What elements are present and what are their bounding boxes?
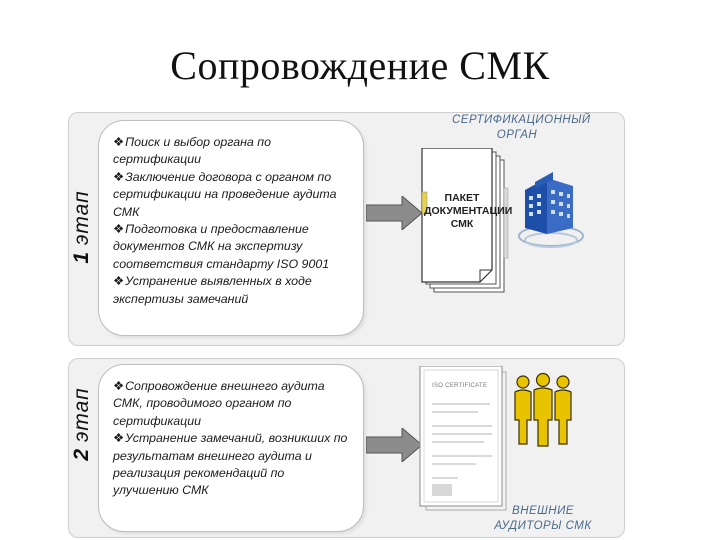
- diamond-bullet-icon: ❖: [113, 431, 125, 446]
- stage-1-item-line: ❖Подготовка и предоставление: [113, 221, 358, 238]
- document-stack-icon: [421, 148, 509, 293]
- stage-item-text: Заключение договора с органом по: [125, 169, 332, 184]
- stage-2-item-line: ❖Устранение замечаний, возникших по: [113, 430, 358, 447]
- stage-2-item-line: сертификации: [113, 413, 358, 430]
- stage-item-text: экспертизы замечаний: [113, 291, 249, 306]
- stage-2-number: 2: [70, 447, 93, 461]
- people-icon: [514, 372, 572, 447]
- stage-2-label: 2 этап: [70, 324, 94, 524]
- stage-1-bubble: [98, 120, 364, 336]
- stage-1-item-line: сертификации: [113, 151, 358, 168]
- certificate-title: ISO CERTIFICATE: [432, 383, 488, 389]
- stage-item-text: улучшению СМК: [113, 483, 209, 498]
- stage-2-item-line: улучшению СМК: [113, 482, 358, 499]
- stage-1-item-line: ❖Заключение договора с органом по: [113, 169, 358, 186]
- diamond-bullet-icon: ❖: [113, 379, 125, 393]
- auditors-label-line: АУДИТОРЫ СМК: [494, 520, 592, 532]
- stage-item-text: соответствия стандарту ISO 9001: [113, 256, 330, 271]
- auditors-label: ВНЕШНИЕ АУДИТОРЫ СМК: [488, 504, 598, 534]
- stage-1-item-line: СМК: [113, 204, 358, 221]
- stage-item-text: результатам внешнего аудита и: [113, 448, 312, 463]
- certification-body-label: СЕРТИФИКАЦИОННЫЙ ОРГАН: [452, 113, 591, 143]
- stage-item-text: сертификации: [113, 152, 202, 167]
- stage-item-text: Устранение замечаний, возникших по: [125, 431, 348, 446]
- stage-2-item-line: реализация рекомендаций по: [113, 465, 358, 482]
- certification-body-label-line: ОРГАН: [496, 129, 538, 141]
- document-label-line: ДОКУМЕНТАЦИИ: [424, 205, 513, 217]
- stage-item-text: сертификации на проведение аудита: [113, 187, 337, 202]
- stage-item-text: СМК, проводимого органом по: [113, 396, 292, 411]
- stage-item-text: реализация рекомендаций по: [113, 466, 285, 481]
- stage-item-text: Устранение выявленных в ходе: [125, 274, 312, 289]
- stage-item-text: Поиск и выбор органа по: [125, 135, 271, 149]
- stage-item-text: документов СМК на экспертизу: [113, 239, 303, 254]
- page-title: Сопровождение СМК: [170, 43, 550, 88]
- certificate-icon: [419, 366, 507, 511]
- stage-2-item-line: ❖Сопровождение внешнего аудита: [113, 378, 358, 395]
- diamond-bullet-icon: ❖: [113, 222, 125, 237]
- document-label-line: ПАКЕТ: [444, 192, 480, 204]
- stage-item-text: СМК: [113, 204, 140, 219]
- building-icon: [518, 172, 584, 248]
- document-label: ПАКЕТ ДОКУМЕНТАЦИИ СМК: [424, 192, 513, 231]
- arrow-right-icon: [366, 196, 422, 230]
- diamond-bullet-icon: ❖: [113, 135, 125, 149]
- auditors-label-line: ВНЕШНИЕ: [512, 505, 574, 517]
- certification-body-label-line: СЕРТИФИКАЦИОННЫЙ: [452, 114, 591, 126]
- stage-1-number: 1: [70, 250, 93, 264]
- stage-1-item-line: соответствия стандарту ISO 9001: [113, 256, 358, 273]
- stage-item-text: сертификации: [113, 413, 202, 428]
- document-label-line: СМК: [450, 218, 474, 230]
- stage-item-text: Подготовка и предоставление: [125, 222, 309, 237]
- diamond-bullet-icon: ❖: [113, 169, 125, 184]
- stage-2-word: этап: [70, 387, 93, 442]
- stage-2-bubble: [98, 364, 364, 532]
- stage-1-item-line: документов СМК на экспертизу: [113, 238, 358, 255]
- stage-1-item-line: сертификации на проведение аудита: [113, 186, 358, 203]
- stage-2-item-line: результатам внешнего аудита и: [113, 448, 358, 465]
- stage-item-text: Сопровождение внешнего аудита: [125, 379, 325, 393]
- stage-1-word: этап: [70, 190, 93, 245]
- stage-2-item-line: СМК, проводимого органом по: [113, 395, 358, 412]
- stage-1-item-line: ❖Устранение выявленных в ходе: [113, 273, 358, 290]
- stage-1-label: 1 этап: [70, 127, 94, 327]
- arrow-right-icon: [366, 428, 422, 462]
- diamond-bullet-icon: ❖: [113, 274, 125, 289]
- stage-1-item-line: экспертизы замечаний: [113, 291, 358, 308]
- stage-1-item-line: ❖Поиск и выбор органа по: [113, 134, 358, 151]
